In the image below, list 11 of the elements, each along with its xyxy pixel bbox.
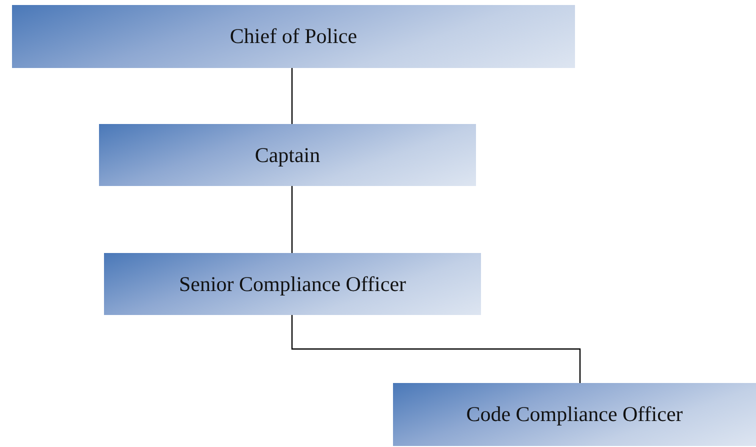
role-title: Senior Compliance Officer (178, 272, 406, 296)
connector-line (291, 186, 293, 253)
role-box (99, 124, 476, 186)
role-title: Chief of Police (230, 24, 358, 49)
role-box (12, 5, 575, 68)
role-box (393, 383, 756, 446)
role-box (104, 253, 481, 315)
connector-line (291, 315, 581, 383)
connector-line (291, 68, 293, 124)
role-title: Code Compliance Officer (466, 402, 683, 427)
role-title: Captain (254, 142, 320, 168)
